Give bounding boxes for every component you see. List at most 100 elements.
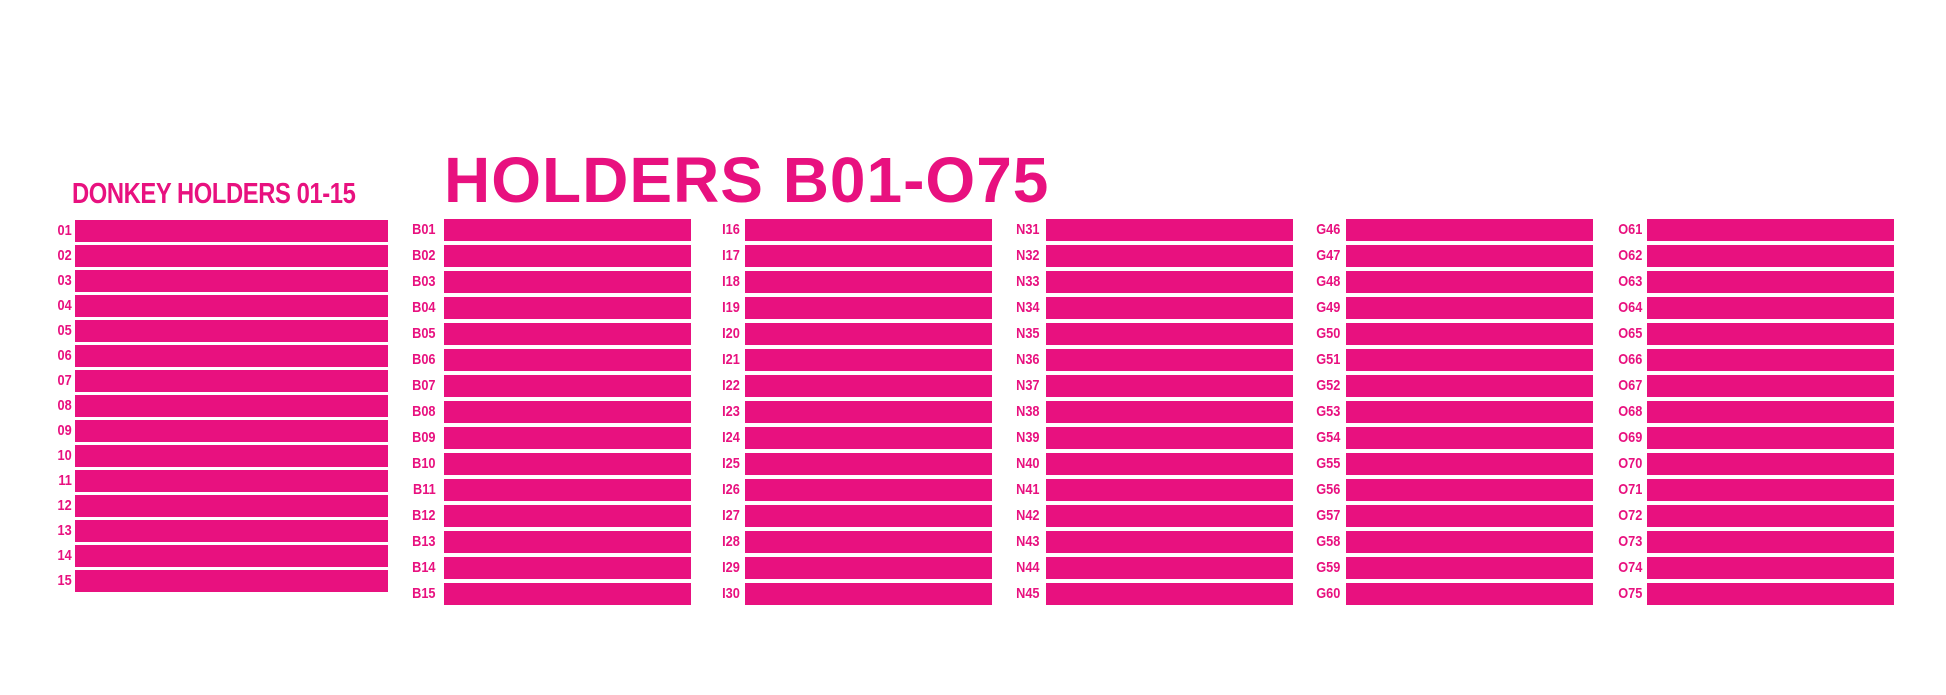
- holder-label: O70: [1617, 455, 1642, 472]
- holder-bar: [1346, 375, 1593, 397]
- holder-bar: [444, 323, 691, 345]
- holder-label: O69: [1617, 429, 1642, 446]
- holder-bar: [444, 245, 691, 267]
- holder-row: B14: [0, 557, 691, 579]
- holder-label: O74: [1617, 559, 1642, 576]
- donkey-holders-title: DONKEY HOLDERS 01-15: [72, 178, 356, 210]
- holder-label: B11: [413, 481, 436, 498]
- holder-row: B06: [0, 349, 691, 371]
- holder-label: B06: [412, 351, 436, 368]
- holder-bar: [745, 427, 992, 449]
- holder-label: O64: [1617, 299, 1642, 316]
- holder-label: 12: [57, 497, 72, 514]
- holder-row: I27: [0, 505, 992, 527]
- holder-bar: [1346, 401, 1593, 423]
- holder-bar: [1647, 245, 1894, 267]
- holder-bar: [444, 219, 691, 241]
- holder-label: B15: [412, 585, 436, 602]
- holder-row: I20: [0, 323, 992, 345]
- holder-row: I30: [0, 583, 992, 605]
- holder-label: O65: [1617, 325, 1642, 342]
- holder-label: I30: [722, 585, 740, 602]
- holder-row: N40: [0, 453, 1293, 475]
- holder-row: B05: [0, 323, 691, 345]
- holder-bar: [75, 445, 388, 467]
- holder-row: O63: [0, 271, 1894, 293]
- holder-bar: [1647, 427, 1894, 449]
- holder-row: O70: [0, 453, 1894, 475]
- holder-row: 12: [0, 495, 388, 517]
- holder-label: I20: [722, 325, 740, 342]
- holder-label: O73: [1617, 533, 1642, 550]
- holder-row: B13: [0, 531, 691, 553]
- holder-bar: [1046, 375, 1293, 397]
- holder-label: B10: [412, 455, 436, 472]
- holder-row: N42: [0, 505, 1293, 527]
- holder-row: B11: [0, 479, 691, 501]
- holder-bar: [1647, 531, 1894, 553]
- holder-row: I17: [0, 245, 992, 267]
- holder-label: O67: [1617, 377, 1642, 394]
- holder-label: B02: [412, 247, 436, 264]
- holder-label: O75: [1617, 585, 1642, 602]
- holder-label: N35: [1016, 325, 1040, 342]
- holder-bar: [1346, 557, 1593, 579]
- holder-bar: [75, 520, 388, 542]
- holder-bar: [444, 583, 691, 605]
- holder-bar: [444, 505, 691, 527]
- holder-bar: [1647, 479, 1894, 501]
- holder-row: G46: [0, 219, 1593, 241]
- holder-label: I29: [722, 559, 740, 576]
- holder-bar: [745, 297, 992, 319]
- holder-label: 14: [57, 547, 72, 564]
- holder-row: 14: [0, 545, 388, 567]
- holder-label: 06: [57, 347, 72, 364]
- holder-row: N35: [0, 323, 1293, 345]
- holder-row: G58: [0, 531, 1593, 553]
- holder-bar: [75, 370, 388, 392]
- holder-label: G58: [1315, 533, 1340, 550]
- holder-label: G48: [1315, 273, 1340, 290]
- holder-row: G52: [0, 375, 1593, 397]
- holder-label: N39: [1016, 429, 1040, 446]
- holder-bar: [1046, 479, 1293, 501]
- holder-bar: [1046, 401, 1293, 423]
- holder-row: I24: [0, 427, 992, 449]
- holder-bar: [745, 531, 992, 553]
- holder-bar: [1046, 557, 1293, 579]
- holder-row: I18: [0, 271, 992, 293]
- holder-row: 10: [0, 445, 388, 467]
- holder-label: G57: [1315, 507, 1340, 524]
- holder-label: G56: [1315, 481, 1340, 498]
- holder-label: 11: [58, 472, 72, 489]
- holder-bar: [75, 345, 388, 367]
- holder-label: N32: [1016, 247, 1040, 264]
- holder-row: O73: [0, 531, 1894, 553]
- holder-bar: [75, 270, 388, 292]
- holder-label: 01: [57, 222, 72, 239]
- holder-label: N38: [1016, 403, 1040, 420]
- holder-bar: [1346, 583, 1593, 605]
- holder-label: 15: [57, 572, 72, 589]
- holder-bar: [745, 219, 992, 241]
- holder-bar: [75, 470, 388, 492]
- holder-bar: [1046, 219, 1293, 241]
- holder-row: G53: [0, 401, 1593, 423]
- holder-label: I23: [722, 403, 740, 420]
- holder-bar: [444, 453, 691, 475]
- holder-label: O63: [1617, 273, 1642, 290]
- holder-label: B12: [412, 507, 436, 524]
- holder-bar: [1346, 219, 1593, 241]
- holder-bar: [1647, 323, 1894, 345]
- holder-bar: [1346, 245, 1593, 267]
- holder-row: N37: [0, 375, 1293, 397]
- holder-row: O71: [0, 479, 1894, 501]
- holder-label: 04: [57, 297, 72, 314]
- holder-row: B15: [0, 583, 691, 605]
- holder-bar: [1046, 349, 1293, 371]
- holder-bar: [444, 427, 691, 449]
- holder-label: B05: [412, 325, 436, 342]
- holder-row: I28: [0, 531, 992, 553]
- holder-bar: [75, 395, 388, 417]
- holder-row: B07: [0, 375, 691, 397]
